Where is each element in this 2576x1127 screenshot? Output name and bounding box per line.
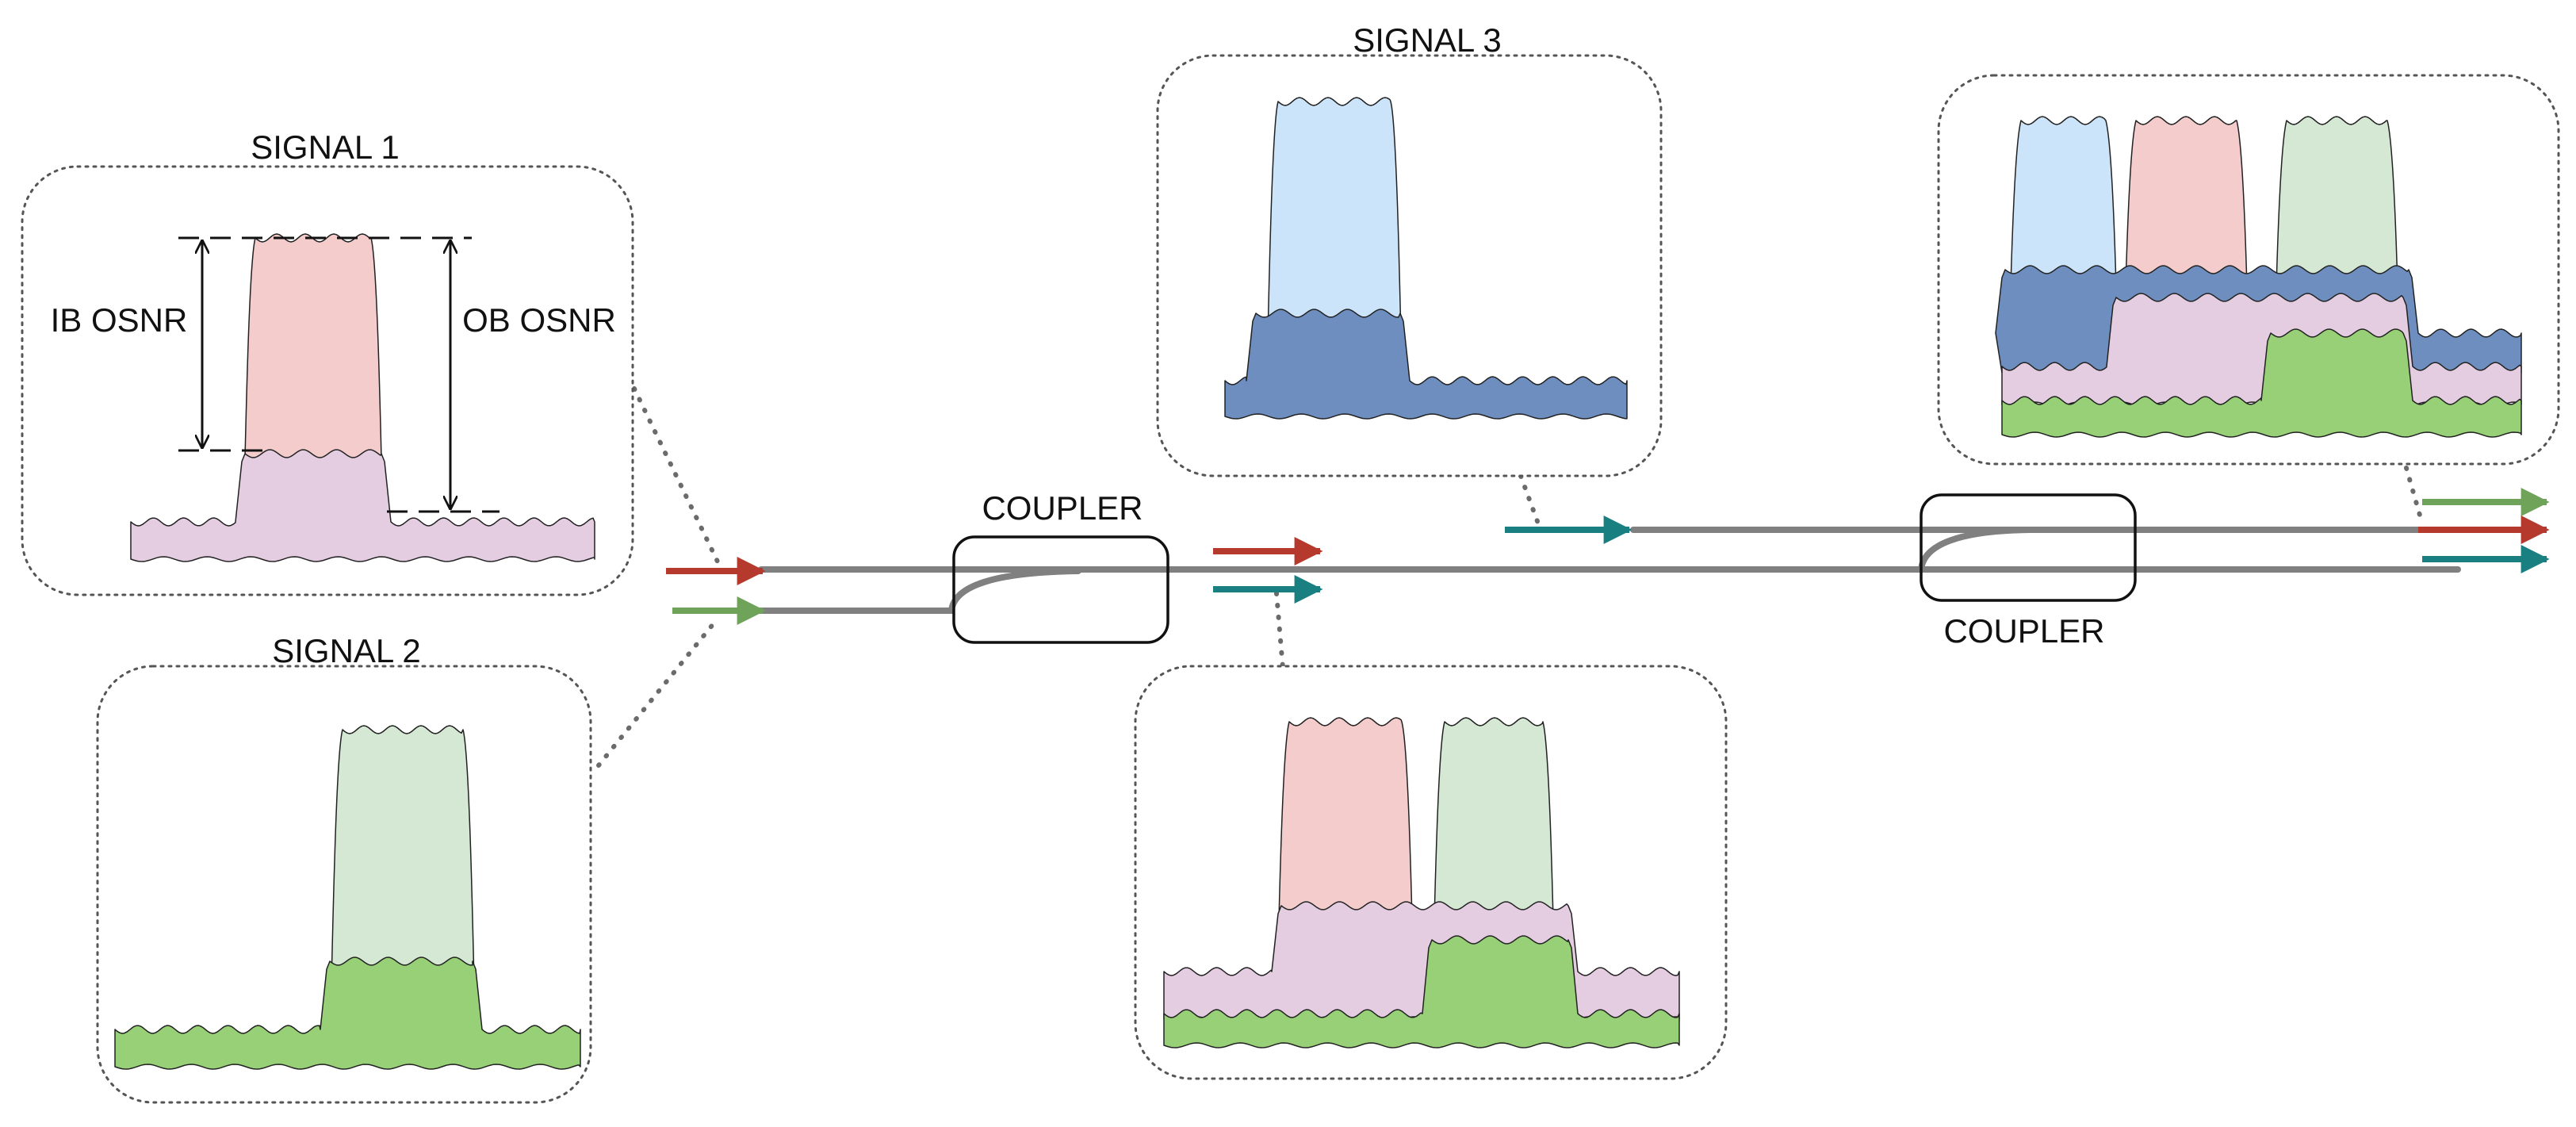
ob-osnr-label: OB OSNR bbox=[462, 301, 616, 339]
coupler-1-box bbox=[952, 535, 1169, 644]
signal-2-label: SIGNAL 2 bbox=[272, 632, 421, 669]
signal-3-noise-floor bbox=[1224, 309, 1628, 420]
coupler-2-green-noise bbox=[2001, 328, 2522, 438]
labels: SIGNAL 1 SIGNAL 2 SIGNAL 3 COUPLER COUPL… bbox=[51, 21, 2105, 669]
signal-3-channel bbox=[1266, 97, 1403, 374]
osnr-dimension-lines bbox=[178, 236, 500, 513]
fiber-signal-2 bbox=[758, 568, 1081, 614]
coupler-2-blue-channel bbox=[2009, 116, 2118, 318]
ib-osnr-label: IB OSNR bbox=[51, 301, 188, 339]
signal-arrows bbox=[666, 488, 2550, 625]
coupler-1-green-noise bbox=[1163, 935, 1680, 1048]
signal-1-label: SIGNAL 1 bbox=[251, 128, 400, 166]
coupler-2-label: COUPLER bbox=[1943, 612, 2104, 650]
coupler-2-box bbox=[1920, 493, 2137, 602]
spectra bbox=[114, 97, 2522, 1070]
signal-2-channel bbox=[331, 725, 475, 984]
fiber-coupler-2-merge bbox=[1918, 527, 2033, 573]
coupler-2-red-channel bbox=[2124, 116, 2249, 318]
coupler-1-red-channel bbox=[1277, 717, 1414, 953]
signal-3-label: SIGNAL 3 bbox=[1353, 21, 1502, 59]
fibers bbox=[758, 527, 2461, 614]
signal-1-noise-floor bbox=[130, 449, 595, 562]
coupler-1-green-channel bbox=[1433, 717, 1555, 953]
coupler-1-label: COUPLER bbox=[982, 489, 1143, 527]
signal-1-channel bbox=[243, 233, 383, 493]
callout-leaders bbox=[596, 386, 2425, 768]
signal-2-noise-floor bbox=[114, 956, 581, 1070]
